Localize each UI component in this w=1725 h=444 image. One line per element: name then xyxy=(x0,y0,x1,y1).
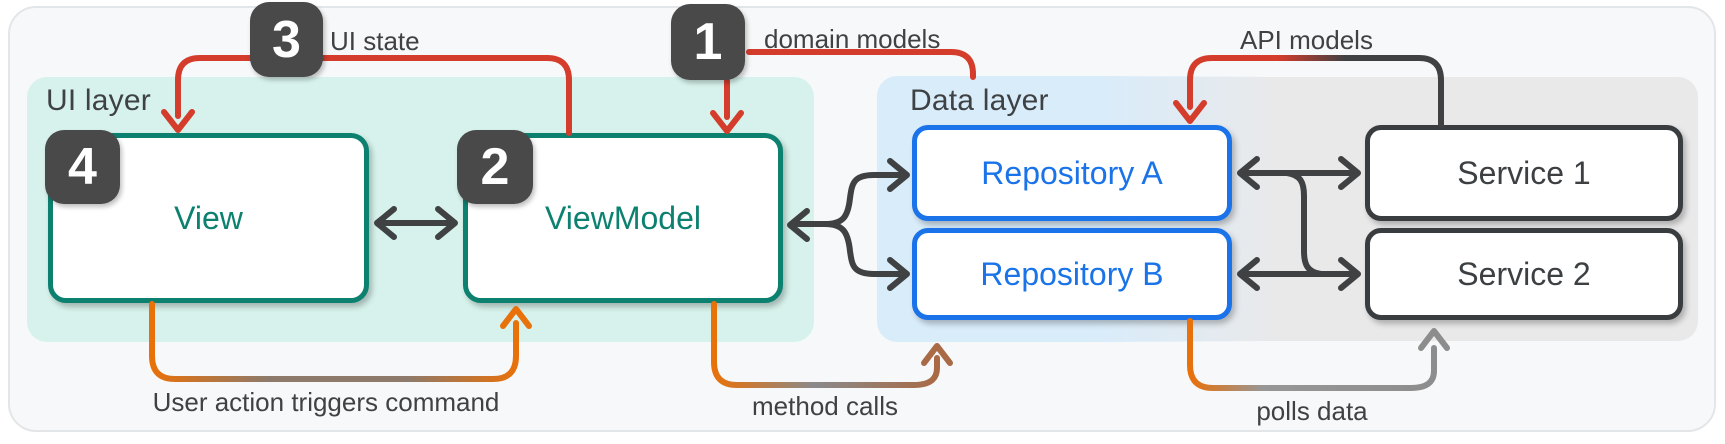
step-badge-2: 2 xyxy=(457,130,533,204)
arrow-api-models xyxy=(1173,55,1444,128)
arrow-repoB-service2 xyxy=(1237,257,1361,291)
step-badge-4: 4 xyxy=(45,130,120,204)
ui-layer-label: UI layer xyxy=(46,84,151,117)
api-models-label: API models xyxy=(1240,25,1373,55)
user-action-label: User action triggers command xyxy=(152,387,500,417)
repository-a-box-label: Repository A xyxy=(981,154,1163,191)
method-calls-label: method calls xyxy=(752,391,898,421)
arrow-domain-models xyxy=(710,49,976,134)
repository-b-box-label: Repository B xyxy=(980,255,1164,292)
arrow-ui-state xyxy=(161,55,572,136)
polls-data-label: polls data xyxy=(1256,396,1368,426)
arrow-view-viewmodel xyxy=(374,206,458,240)
arrow-method-calls xyxy=(711,301,953,388)
arrow-polls-data xyxy=(1187,318,1450,391)
service-1-box-label: Service 1 xyxy=(1457,154,1591,191)
service-2-box: Service 2 xyxy=(1365,228,1683,320)
arrow-cross-connector xyxy=(1284,170,1324,277)
step-badge-3: 3 xyxy=(250,2,323,77)
arrow-user-action xyxy=(149,301,532,382)
service-1-box: Service 1 xyxy=(1365,125,1683,221)
arrow-repoA-service1 xyxy=(1237,156,1361,190)
data-layer-label: Data layer xyxy=(910,84,1049,117)
repository-a-box: Repository A xyxy=(912,125,1232,221)
viewmodel-box-label: ViewModel xyxy=(545,199,701,236)
view-box-label: View xyxy=(174,199,243,236)
domain-models-label: domain models xyxy=(764,24,941,54)
service-2-box-label: Service 2 xyxy=(1457,255,1591,292)
ui-state-label: UI state xyxy=(330,26,420,56)
arrow-viewmodel-repositories xyxy=(787,158,910,291)
step-badge-1: 1 xyxy=(671,4,745,80)
repository-b-box: Repository B xyxy=(912,228,1232,320)
